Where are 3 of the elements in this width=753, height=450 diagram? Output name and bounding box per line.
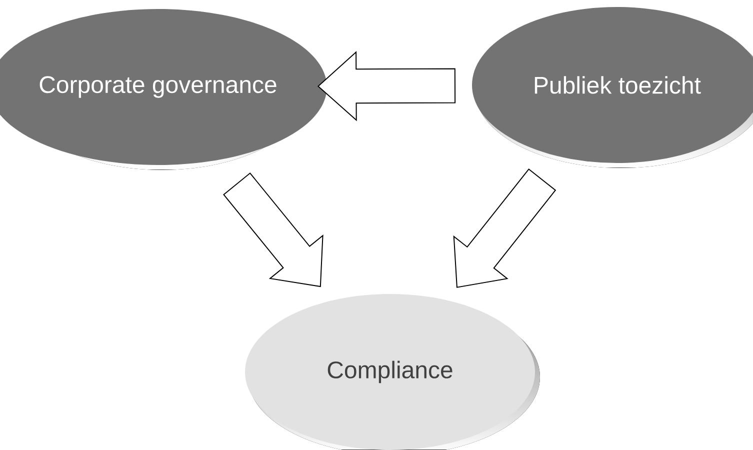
block-arrow bbox=[223, 172, 324, 288]
ellipse-node: Compliance bbox=[245, 294, 535, 450]
block-arrow bbox=[317, 51, 456, 122]
